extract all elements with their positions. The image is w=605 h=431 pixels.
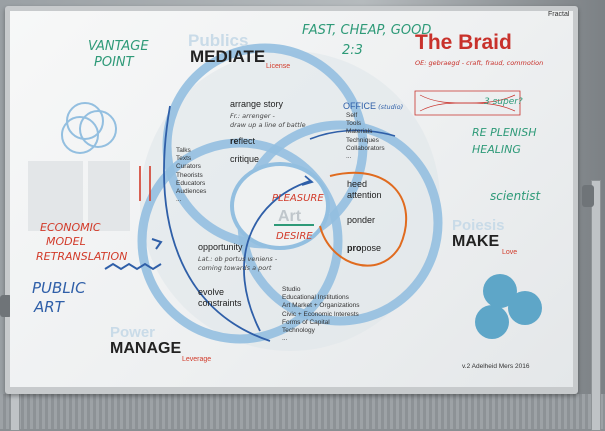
braid-box [414, 90, 521, 116]
ponder-word: ponder [347, 215, 376, 225]
diagram-drawing [28, 43, 542, 351]
art-word: ART [34, 298, 64, 316]
braid-title: The Braid [415, 31, 512, 54]
blue-pen-loop [163, 105, 271, 342]
art-underline [274, 224, 314, 226]
art-center-label: Art [278, 208, 302, 225]
talks-list-item: Talks [176, 147, 191, 154]
propose-word: propose [347, 243, 382, 253]
small-loop-diagram [66, 102, 104, 140]
sticker-1 [483, 274, 517, 308]
replenish-note: RE PLENISH [472, 126, 537, 139]
model-word: MODEL [46, 235, 86, 248]
blue-arrowhead [301, 175, 314, 186]
marker-tray [0, 394, 605, 429]
clip-left [0, 295, 12, 317]
economic-word: ECONOMIC [40, 221, 101, 234]
blue-zigzag [104, 262, 162, 271]
talks-list-item: Curators [176, 163, 201, 171]
public-word: PUBLIC [32, 279, 86, 297]
evolve-word: evolve [198, 287, 225, 297]
attribution: v.2 Adelheid Mers 2016 [462, 363, 530, 370]
leverage-label: Leverage [182, 356, 212, 363]
office-heading: OFFICE (studio) [343, 101, 404, 111]
reflect-word: reflect [230, 136, 256, 146]
sticker-3 [475, 305, 509, 339]
blue-zigzag-arrowhead [151, 238, 163, 250]
talks-list-item: Texts [176, 155, 192, 163]
arrange-story: arrange story [230, 99, 284, 109]
studio-list-item: ... [282, 335, 288, 343]
studio-list-item: Studio [282, 286, 301, 293]
talks-list-item: Audiences [176, 188, 207, 196]
scientist-note: scientist [490, 189, 541, 203]
sticker-2 [508, 291, 542, 325]
stand-leg-right [591, 180, 601, 431]
critique-word: critique [230, 154, 260, 164]
retranslation-word: RETRANSLATION [36, 250, 128, 263]
vantage-word: VANTAGE [88, 39, 149, 54]
doc-thumbnail-2 [88, 161, 130, 231]
office-list-item: ... [346, 153, 352, 161]
orange-pen-loop [319, 171, 408, 267]
license-label: License [266, 63, 291, 70]
constraints-word: constraints [198, 298, 242, 308]
heed-word: heed [347, 179, 368, 189]
healing-note: HEALING [472, 143, 521, 156]
manage-heading: MANAGE [110, 340, 182, 357]
mediate-heading: MEDIATE [190, 47, 266, 66]
attention-word: attention [347, 190, 382, 200]
studio-list-item: Educational Institutions [282, 294, 349, 302]
whiteboard: Fractal Publics MEDIATE License arrange … [10, 11, 573, 387]
office-list-item: Tools [346, 120, 362, 128]
love-label: Love [502, 249, 518, 256]
point-word: POINT [94, 55, 134, 70]
braid-loop-left [137, 138, 343, 344]
poiesis-watermark: Poiesis [452, 217, 505, 234]
publics-watermark: Publics [188, 31, 249, 50]
corner-label: Fractal [548, 11, 570, 18]
opportunity-word: opportunity [198, 242, 243, 252]
office-list-item: Materials [346, 128, 373, 136]
ratio-note: 2:3 [342, 43, 363, 58]
blue-pen-arrow-path [243, 180, 311, 332]
studio-list-item: Technology [282, 327, 315, 335]
studio-list-item: Art Market + Organizations [282, 302, 360, 310]
port-note: coming towards a port [198, 264, 272, 272]
office-list-item: Techniques [346, 136, 379, 144]
fast-cheap-good: FAST, CHEAP, GOOD [302, 23, 432, 38]
arrenger-note: Fr.: arrenger - [230, 112, 275, 120]
line-of-battle-note: draw up a line of battle [230, 121, 306, 129]
talks-list-item: Educators [176, 179, 206, 187]
office-arrow [309, 129, 396, 140]
clip-right [582, 185, 594, 207]
latin-note: Lat.: ob portus veniens - [198, 255, 278, 263]
talks-list-item: ... [176, 196, 182, 204]
office-list-item: Self [346, 112, 358, 119]
desire-label: DESIRE [276, 231, 313, 242]
braid-etymology: OE: gebraegd - craft, fraud, commotion [415, 59, 544, 67]
studio-list-item: Civic + Economic Interests [282, 310, 359, 318]
make-heading: MAKE [452, 233, 500, 250]
office-list-item: Collaborators [346, 144, 385, 152]
doc-thumbnail-1 [28, 161, 83, 231]
talks-list-item: Theorists [176, 171, 203, 179]
studio-list-item: Forms of Capital [282, 318, 330, 326]
power-watermark: Power [110, 324, 156, 341]
pleasure-label: PLEASURE [272, 193, 324, 204]
braid-super-note: 3 super? [484, 97, 523, 107]
